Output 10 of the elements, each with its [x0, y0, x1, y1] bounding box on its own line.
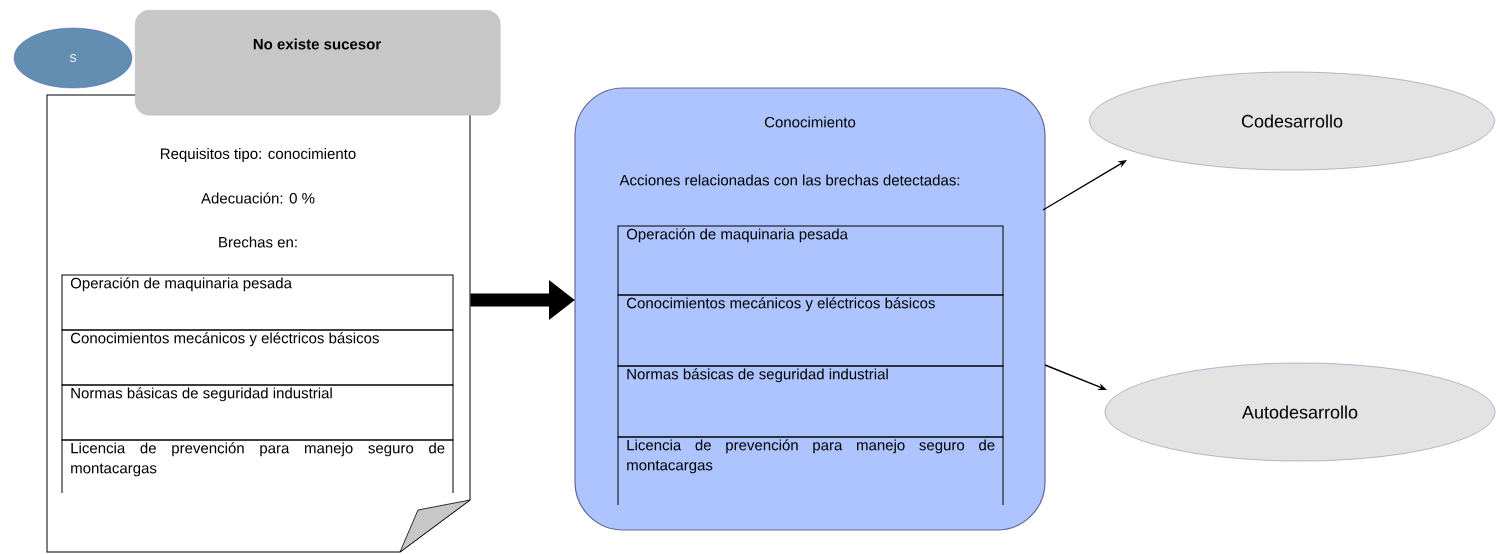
arrow	[1042, 160, 1127, 211]
table-cell: Conocimientos mecánicos y eléctricos básicos	[61, 329, 454, 386]
table-cell: Normas básicas de seguridad industrial	[61, 384, 454, 441]
rounded-box: No existe sucesor	[135, 10, 501, 116]
table-cell: Operación de maquinaria pesada	[617, 225, 1004, 296]
table-cell: Conocimientos mecánicos y eléctricos básicos	[617, 294, 1004, 367]
table-cell: Licencia de prevención para manejo seguro de montacargas	[61, 439, 454, 494]
table-cell: Operación de maquinaria pesada	[61, 274, 454, 331]
table-cell: Licencia de prevención para manejo seguro de montacargas	[617, 436, 1004, 506]
table-cell: Normas básicas de seguridad industrial	[617, 365, 1004, 438]
